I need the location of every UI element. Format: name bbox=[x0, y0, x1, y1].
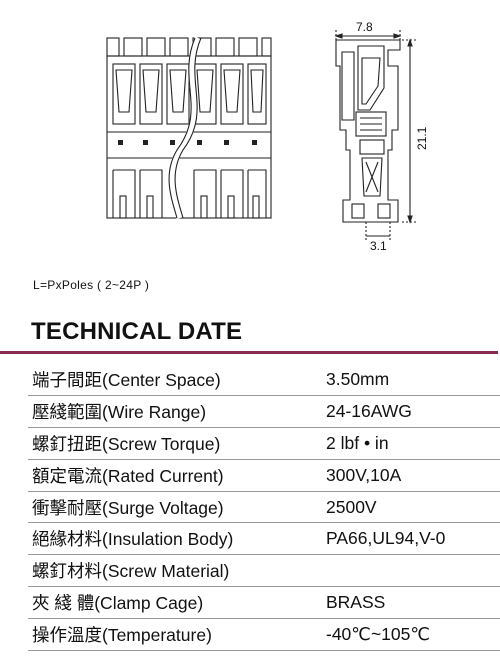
table-row: 壓綫範圍(Wire Range) 24-16AWG bbox=[28, 395, 500, 428]
spec-value: 2 lbf • in bbox=[320, 427, 500, 460]
side-view bbox=[334, 30, 416, 240]
spec-value: 24-16AWG bbox=[320, 395, 500, 428]
spec-label: 螺釘材料(Screw Material) bbox=[28, 554, 320, 588]
spec-value: 300V,10A bbox=[320, 459, 500, 492]
table-row: 夾 綫 體(Clamp Cage) BRASS bbox=[28, 586, 500, 620]
spec-label: 絕緣材料(Insulation Body) bbox=[28, 522, 320, 556]
spec-label: 額定電流(Rated Current) bbox=[28, 459, 320, 492]
spec-label: 操作溫度(Temperature) bbox=[28, 618, 320, 652]
spec-table: 端子間距(Center Space) 3.50mm 壓綫範圍(Wire Rang… bbox=[28, 364, 500, 652]
spec-value: 2500V bbox=[320, 491, 500, 524]
pole-formula: L=PxPoles ( 2~24P ) bbox=[33, 278, 150, 292]
table-row: 操作溫度(Temperature) -40℃~105℃ bbox=[28, 618, 500, 652]
spec-label: 端子間距(Center Space) bbox=[28, 364, 320, 396]
heading-divider bbox=[0, 351, 498, 354]
dimension-height-label: 21.1 bbox=[415, 126, 429, 150]
spec-value: 3.50mm bbox=[320, 364, 500, 396]
spec-value: BRASS bbox=[320, 586, 500, 620]
table-row: 螺釘扭距(Screw Torque) 2 lbf • in bbox=[28, 427, 500, 460]
table-row: 絕緣材料(Insulation Body) PA66,UL94,V-0 bbox=[28, 522, 500, 556]
spec-value bbox=[320, 554, 500, 588]
table-row: 額定電流(Rated Current) 300V,10A bbox=[28, 459, 500, 492]
table-row: 端子間距(Center Space) 3.50mm bbox=[28, 364, 500, 396]
spec-value: PA66,UL94,V-0 bbox=[320, 522, 500, 556]
technical-drawing: 7.8 21.1 3.1 bbox=[106, 20, 429, 253]
table-row: 衝擊耐壓(Surge Voltage) 2500V bbox=[28, 491, 500, 524]
dimension-width-label: 7.8 bbox=[356, 20, 373, 34]
table-row: 螺釘材料(Screw Material) bbox=[28, 554, 500, 588]
spec-label: 衝擊耐壓(Surge Voltage) bbox=[28, 491, 320, 524]
spec-label: 壓綫範圍(Wire Range) bbox=[28, 395, 320, 428]
page-title: TECHNICAL DATE bbox=[31, 318, 243, 345]
spec-label: 螺釘扭距(Screw Torque) bbox=[28, 427, 320, 460]
dimension-small-label: 3.1 bbox=[370, 239, 387, 253]
front-view bbox=[106, 36, 272, 219]
spec-label: 夾 綫 體(Clamp Cage) bbox=[28, 586, 320, 620]
spec-value: -40℃~105℃ bbox=[320, 618, 500, 652]
